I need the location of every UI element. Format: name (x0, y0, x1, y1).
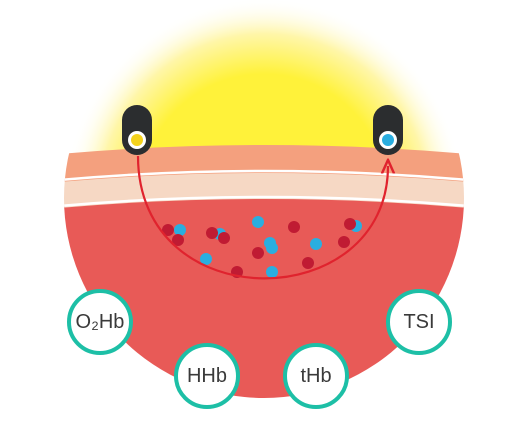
tsi-label: TSI (403, 310, 435, 333)
deoxygenated-blood-cell (264, 237, 276, 249)
skin-inner-layer (64, 171, 464, 214)
deoxygenated-blood-cell (174, 224, 186, 236)
deoxygenated-blood-cell (310, 238, 322, 250)
blood-cells (162, 216, 362, 278)
hhb-badge: HHb (174, 343, 240, 409)
skin-outer-layer (64, 145, 464, 188)
light-detector-icon (373, 105, 403, 155)
oxygenated-blood-cell (288, 221, 300, 233)
thb-label: tHb (300, 364, 332, 387)
oxygenated-blood-cell (302, 257, 314, 269)
hhb-label: HHb (186, 364, 227, 387)
light-path (136, 155, 388, 280)
thb-badge: tHb (283, 343, 349, 409)
tsi-badge: TSI (386, 289, 452, 355)
deoxygenated-blood-cell (200, 253, 212, 265)
oxygenated-blood-cell (206, 227, 218, 239)
o2hb-label: O₂Hb (75, 310, 125, 333)
oxygenated-blood-cell (172, 234, 184, 246)
deoxygenated-blood-cell (252, 216, 264, 228)
oxygenated-blood-cell (338, 236, 350, 248)
deoxygenated-blood-cell (266, 266, 278, 278)
oxygenated-blood-cell (162, 224, 174, 236)
oxygenated-blood-cell (344, 218, 356, 230)
oxygenated-blood-cell (218, 232, 230, 244)
o2hb-badge: O₂Hb (67, 289, 133, 355)
tissue-layers (64, 145, 464, 398)
oxygenated-blood-cell (252, 247, 264, 259)
light-emitter-icon (122, 105, 152, 155)
